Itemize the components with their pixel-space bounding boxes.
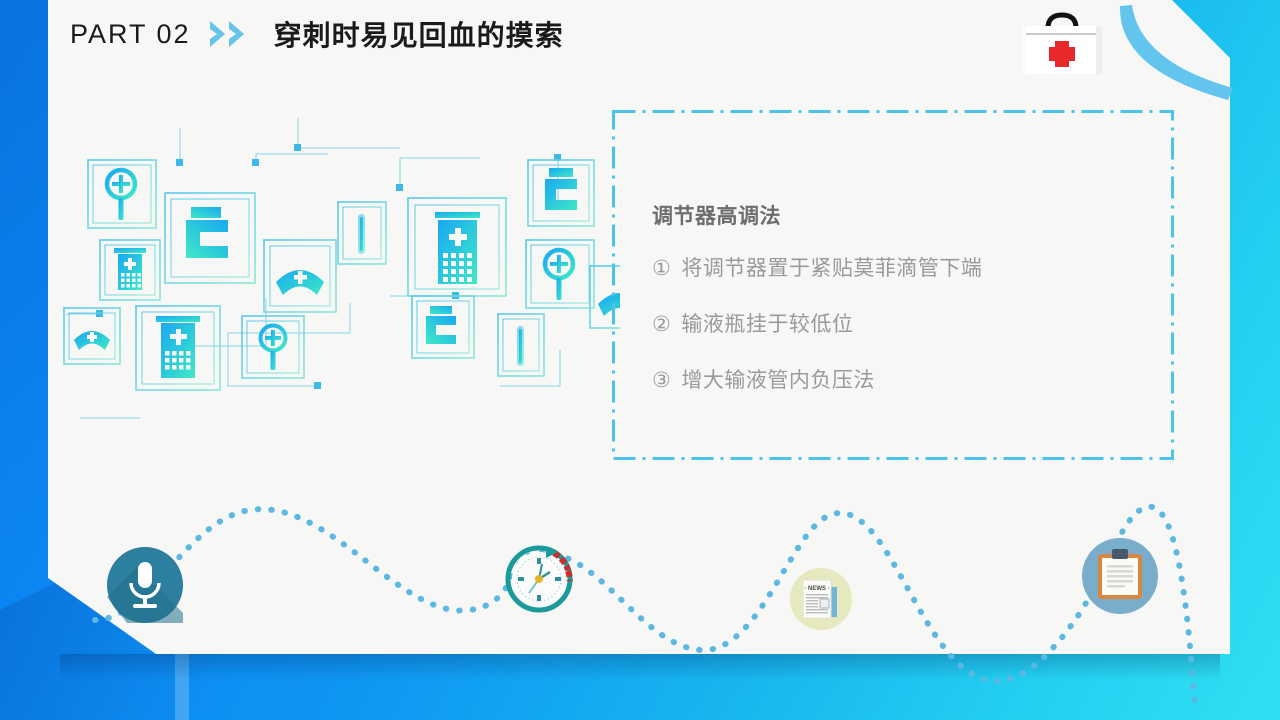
microphone-icon[interactable]: [107, 547, 183, 623]
chevron-right-icon: [228, 21, 244, 47]
list-item: ② 输液瓶挂于较低位: [652, 308, 1152, 338]
callout-box: [612, 110, 1174, 460]
hospital-building-icon: [407, 197, 507, 297]
slide-card: [48, 0, 1230, 654]
clipboard-icon[interactable]: [1082, 538, 1158, 614]
capsule-pill-icon: [164, 192, 256, 284]
list-item-number: ③: [652, 369, 672, 392]
list-item: ③ 增大输液管内负压法: [652, 364, 1152, 394]
capsule-pill-icon: [527, 159, 595, 227]
svg-text:· NEWS ·: · NEWS ·: [804, 586, 829, 592]
bandage-plus-icon: [63, 307, 121, 365]
thermometer-icon: [337, 201, 387, 265]
compass-clock-icon[interactable]: [498, 538, 580, 620]
double-chevron-right-icon: [209, 19, 246, 49]
medical-icon-cluster: [63, 118, 620, 419]
hospital-building-icon: [135, 305, 221, 391]
callout-list: ① 将调节器置于紧贴莫菲滴管下端 ② 输液瓶挂于较低位 ③ 增大输液管内负压法: [652, 252, 1152, 394]
chevron-right-icon: [209, 21, 225, 47]
list-item-text: 输液瓶挂于较低位: [681, 313, 854, 336]
callout-content: 调节器高调法 ① 将调节器置于紧贴莫菲滴管下端 ② 输液瓶挂于较低位 ③ 增大输液管内…: [652, 200, 1152, 420]
page-title: 穿刺时易见回血的摸索: [273, 20, 564, 51]
part-label: PART 02: [70, 18, 191, 49]
slide-header: PART 02 穿刺时易见回血的摸索: [70, 14, 564, 54]
list-item-number: ②: [652, 313, 672, 336]
timeline-path: [92, 503, 1198, 713]
magnifier-plus-icon: [241, 315, 305, 379]
thermometer-icon: [497, 313, 545, 377]
bandage-plus-icon: [589, 265, 620, 329]
swoosh-arc-icon: [1119, 5, 1233, 100]
list-item-number: ①: [652, 257, 672, 280]
callout-heading: 调节器高调法: [652, 205, 781, 228]
bandage-plus-icon: [263, 239, 337, 313]
list-item-text: 增大输液管内负压法: [681, 369, 875, 392]
hospital-building-icon: [99, 239, 161, 301]
news-paper-icon[interactable]: · NEWS ·: [789, 567, 853, 631]
list-item: ① 将调节器置于紧贴莫菲滴管下端: [652, 252, 1152, 282]
list-item-text: 将调节器置于紧贴莫菲滴管下端: [681, 257, 983, 280]
magnifier-plus-icon: [87, 159, 157, 229]
capsule-pill-icon: [411, 295, 475, 359]
first-aid-kit-icon: [1022, 12, 1102, 74]
magnifier-plus-icon: [525, 239, 595, 309]
